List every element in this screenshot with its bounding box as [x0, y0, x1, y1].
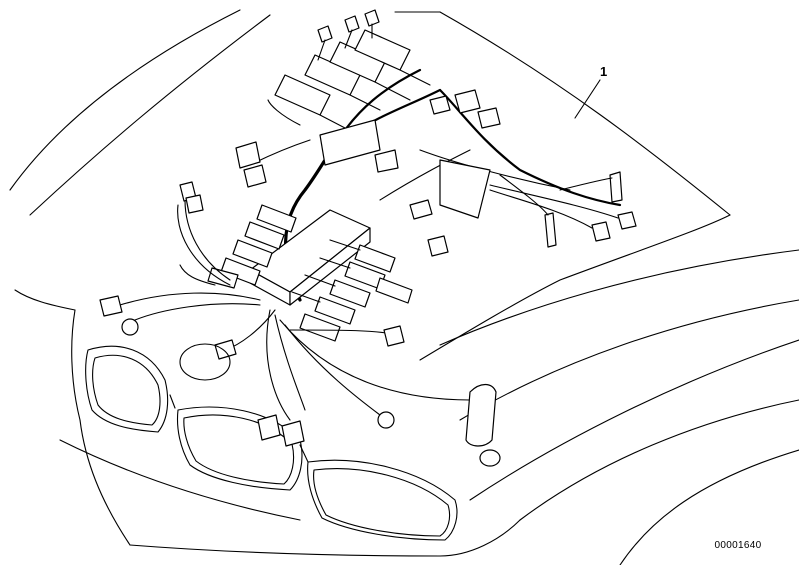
car-hood-outline: [9, 9, 799, 565]
junction-box: [249, 119, 399, 306]
sensor-plugs: [99, 89, 501, 467]
right-sensors: [439, 159, 637, 248]
callout-1: 1: [574, 64, 607, 119]
callout-label: 1: [600, 64, 607, 79]
reference-number: 00001640: [715, 540, 762, 551]
injector-connectors: [291, 239, 413, 342]
ignition-coil-connectors: [274, 9, 431, 129]
left-connectors: [207, 204, 297, 289]
front-grille: [59, 345, 458, 541]
